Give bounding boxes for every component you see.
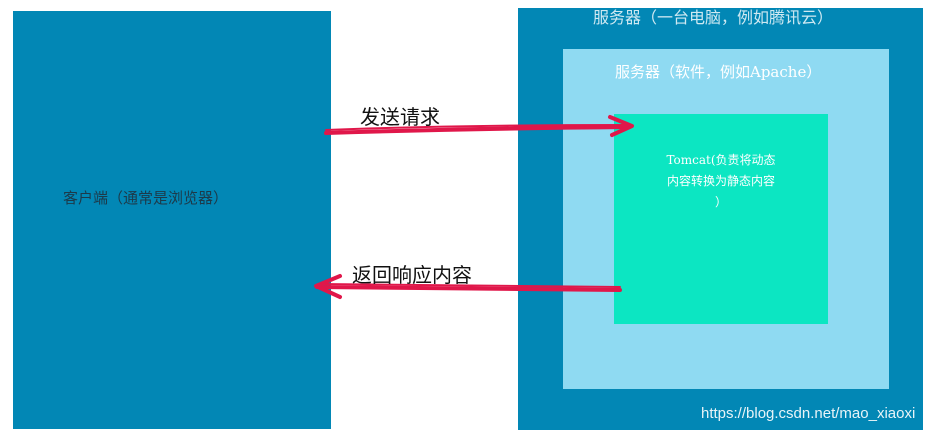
- client-box: 客户端（通常是浏览器）: [13, 11, 331, 429]
- server-software-label: 服务器（软件，例如Apache）: [615, 63, 822, 81]
- client-label: 客户端（通常是浏览器）: [63, 189, 229, 207]
- tomcat-label-line-3: ）: [714, 195, 727, 209]
- request-arrow: [324, 115, 634, 137]
- request-arrow-label: 发送请求: [360, 105, 440, 129]
- tomcat-label-line-2: 内容转换为静态内容: [666, 174, 775, 188]
- server-hardware-label: 服务器（一台电脑，例如腾讯云）: [593, 8, 834, 27]
- watermark-text: https://blog.csdn.net/mao_xiaoxi: [701, 405, 916, 422]
- tomcat-box: Tomcat(负责将动态 内容转换为静态内容 ）: [614, 114, 828, 324]
- tomcat-label-line-1: Tomcat(负责将动态: [666, 153, 776, 167]
- tomcat-label: Tomcat(负责将动态 内容转换为静态内容 ）: [614, 150, 828, 213]
- response-arrow: [314, 274, 622, 299]
- response-arrow-label: 返回响应内容: [352, 263, 472, 287]
